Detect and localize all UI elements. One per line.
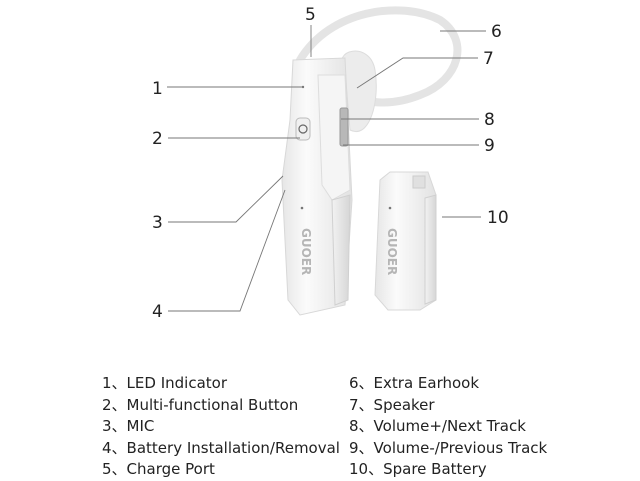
legend-num: 8、	[349, 417, 374, 435]
legend-item: 2、Multi-functional Button	[102, 395, 340, 417]
brand-logo-battery: GUOER	[385, 228, 399, 275]
callout-1: 1	[152, 79, 163, 99]
legend-item: 5、Charge Port	[102, 459, 340, 481]
legend-label: Multi-functional Button	[126, 395, 299, 414]
legend-item: 7、Speaker	[349, 395, 547, 417]
headset-diagram: GUOER GUOER 1 2 3 4 5 6 7 8 9 10	[152, 5, 509, 322]
legend-item: 9、Volume-/Previous Track	[349, 438, 547, 460]
legend-item: 6、Extra Earhook	[349, 373, 547, 395]
multi-function-button	[295, 117, 311, 141]
legend-num: 2、	[102, 395, 127, 414]
callout-3: 3	[152, 213, 163, 233]
callout-6: 6	[491, 22, 502, 42]
callout-8: 8	[484, 110, 495, 130]
earbud	[341, 50, 377, 133]
legend-label: Spare Battery	[383, 460, 487, 478]
legend-item: 1、LED Indicator	[102, 373, 340, 395]
legend-item: 8、Volume+/Next Track	[349, 416, 547, 438]
legend-num: 9、	[349, 438, 374, 457]
legend-num: 3、	[102, 417, 127, 435]
spare-battery: GUOER	[374, 171, 437, 311]
legend-item: 10、Spare Battery	[349, 459, 547, 481]
brand-logo-main: GUOER	[299, 228, 313, 275]
legend-item: 4、Battery Installation/Removal	[102, 438, 340, 460]
legend-right: 6、Extra Earhook 7、Speaker 8、Volume+/Next…	[349, 373, 547, 481]
legend-label: MIC	[126, 417, 155, 435]
legend-num: 6、	[349, 374, 374, 392]
callout-5: 5	[305, 5, 316, 25]
legend-label: Battery Installation/Removal	[126, 438, 340, 457]
legend-label: Charge Port	[126, 460, 215, 478]
legend-num: 10、	[349, 460, 384, 478]
legend-num: 1、	[102, 374, 127, 392]
legend-label: Volume-/Previous Track	[373, 438, 548, 457]
legend-left: 1、LED Indicator 2、Multi-functional Butto…	[102, 373, 340, 481]
legend-num: 4、	[102, 438, 127, 457]
legend-num: 5、	[102, 460, 127, 478]
legend-item: 3、MIC	[102, 416, 340, 438]
callout-7: 7	[483, 49, 494, 69]
legend-label: Speaker	[373, 395, 435, 414]
headset-body: GUOER	[281, 57, 353, 316]
legend-label: Volume+/Next Track	[373, 417, 526, 435]
callout-10: 10	[487, 208, 509, 228]
callout-4: 4	[152, 302, 163, 322]
legend-num: 7、	[349, 395, 374, 414]
legend-label: LED Indicator	[126, 374, 227, 392]
earhook	[296, 6, 462, 107]
callout-2: 2	[152, 129, 163, 149]
leader-lines	[167, 25, 486, 312]
volume-buttons	[339, 107, 349, 147]
legend-label: Extra Earhook	[373, 374, 480, 392]
callout-9: 9	[484, 136, 495, 156]
power-icon	[298, 124, 308, 134]
